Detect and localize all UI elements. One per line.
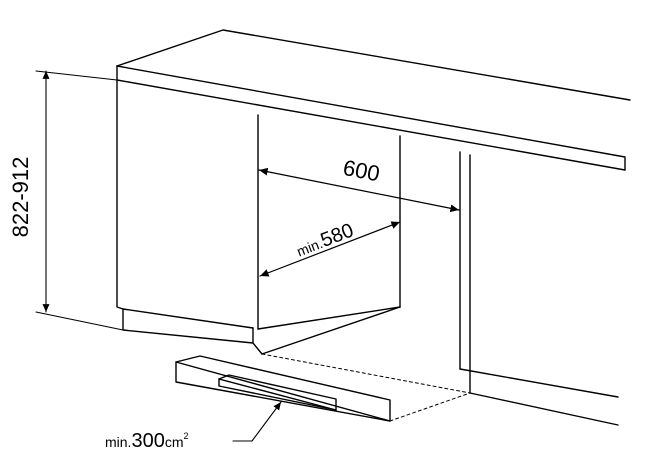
depth-arrow [259, 221, 401, 277]
vent-prefix: min. [105, 434, 131, 450]
width-arrow [258, 167, 460, 213]
svg-text:min.580: min.580 [293, 219, 357, 261]
vent-unit: cm [165, 434, 184, 450]
vent-dashed-outline [261, 353, 471, 422]
width-label: 600 [341, 155, 382, 187]
height-dimension [35, 70, 124, 331]
right-cabinet [459, 151, 619, 426]
depth-label-group: min.580 [293, 219, 357, 261]
vent-value: 300 [131, 430, 164, 452]
height-label: 822-912 [8, 157, 33, 238]
countertop [116, 29, 631, 171]
vent-area-label: min.300cm2 [105, 430, 189, 452]
vent-leader [232, 401, 282, 442]
left-cabinet [116, 79, 259, 344]
vent-unit-exponent: 2 [184, 431, 189, 441]
depth-value: 580 [318, 219, 357, 251]
plinth-vent [175, 355, 391, 422]
